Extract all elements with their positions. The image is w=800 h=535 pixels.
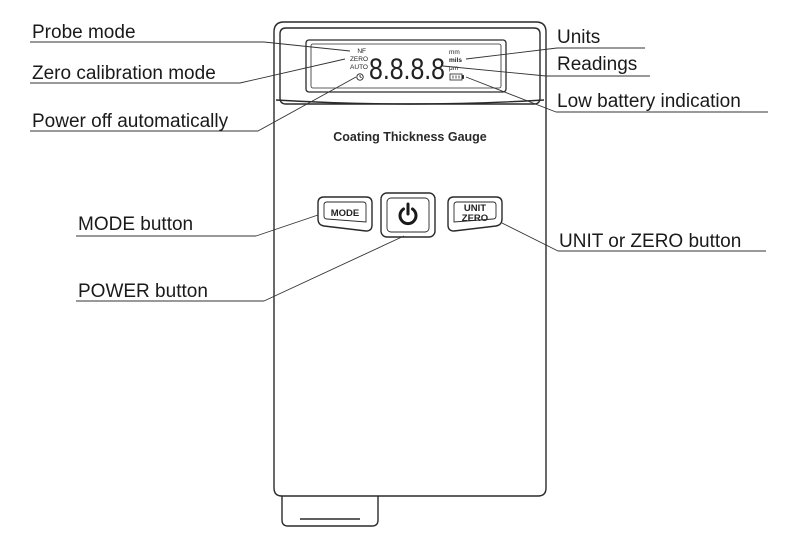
power-icon [398, 202, 418, 226]
mode-button-label: MODE [331, 208, 360, 219]
callout-probe-mode: Probe mode [32, 22, 136, 43]
callout-mode-button: MODE button [78, 214, 193, 235]
lcd-unit-um: μm [449, 65, 458, 72]
lcd-digits: 8.8.8.8 [369, 53, 445, 86]
callout-unit-or-zero-button: UNIT or ZERO button [559, 231, 741, 252]
callout-low-battery-indication: Low battery indication [557, 91, 741, 112]
lcd-auto-label: AUTO [350, 64, 368, 71]
zero-button-label: ZERO [462, 213, 488, 224]
lcd-unit-mm: mm [449, 49, 460, 56]
lcd-zero-label: ZERO [350, 56, 368, 63]
device-title: Coating Thickness Gauge [333, 130, 487, 144]
lcd-nf-label: NF [357, 48, 366, 55]
callout-units: Units [557, 27, 600, 48]
callout-zero-calibration-mode: Zero calibration mode [32, 63, 216, 84]
battery-icon [449, 73, 464, 81]
mode-button[interactable]: MODE [317, 196, 373, 232]
gauge-body [273, 21, 547, 497]
callout-readings: Readings [557, 54, 637, 75]
lcd-screen: NF ZERO AUTO 8.8.8.8 mm mils μm [305, 39, 507, 93]
leader-lines [30, 41, 768, 302]
power-button[interactable] [380, 192, 436, 238]
callout-power-off-automatically: Power off automatically [32, 111, 229, 132]
unit-button-label: UNIT [464, 203, 486, 214]
probe-base [281, 496, 379, 527]
lcd-unit-mils: mils [449, 57, 462, 64]
unit-zero-button[interactable]: UNIT ZERO [447, 196, 503, 232]
callout-power-button: POWER button [78, 281, 208, 302]
clock-icon [356, 73, 364, 81]
